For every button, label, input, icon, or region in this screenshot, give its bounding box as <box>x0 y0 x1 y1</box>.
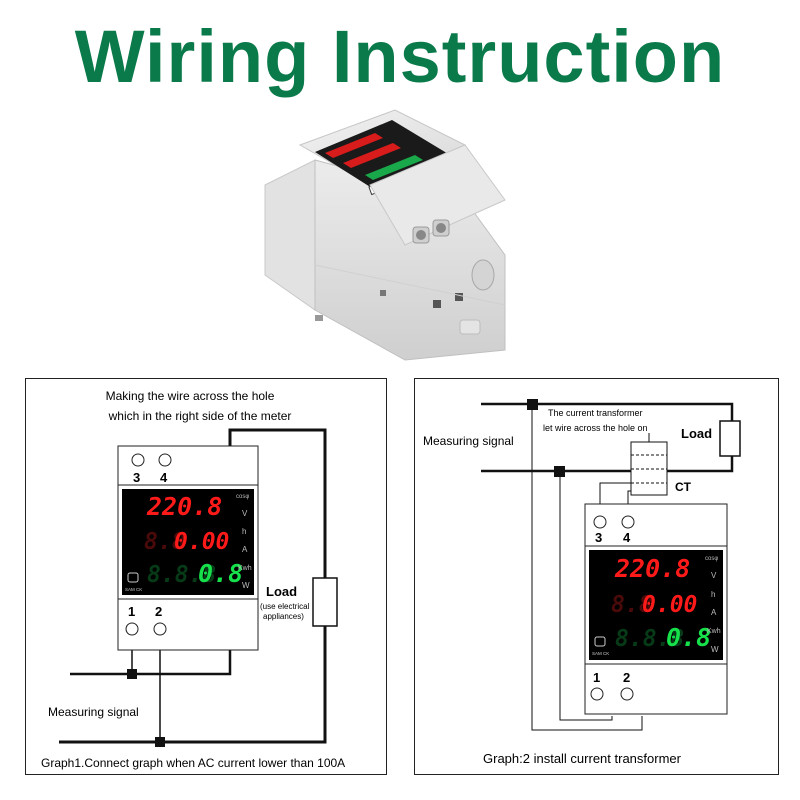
meter-product-photo <box>264 109 506 361</box>
graph2-ct-note-line2: let wire across the hole on <box>543 423 648 433</box>
graph1-junction-1 <box>127 669 137 679</box>
terminal-2-label: 2 <box>155 604 162 619</box>
graph2-measuring-signal: Measuring signal <box>423 434 514 448</box>
graph2-meter: 3 4 220.8 8.8 0.00 8.8.8 0.8 cosφ V h A … <box>584 503 728 715</box>
meter-button-label: SAM CK <box>592 651 609 656</box>
meter-display <box>589 550 723 660</box>
graph1-load-label: Load <box>266 584 297 599</box>
terminal-2 <box>620 687 634 701</box>
terminal-3-label: 3 <box>133 470 140 485</box>
graph1-load-sub1: (use electrical <box>260 602 310 611</box>
unit-w: W <box>242 581 250 590</box>
terminal-2 <box>153 622 167 636</box>
graph1-wire-line <box>70 641 232 676</box>
unit-cos: cosφ <box>705 556 718 562</box>
graph2-wire-load-return <box>555 456 734 473</box>
terminal-3 <box>131 453 145 467</box>
current-reading: 0.00 <box>174 529 229 555</box>
energy-reading: 0.8 <box>666 623 711 652</box>
terminal-1-label: 1 <box>593 670 600 685</box>
unit-cos: cosφ <box>236 494 249 500</box>
graph2-junction-1 <box>527 399 538 410</box>
graph1-meter: 3 4 220.8 8.8 0.00 8.8.8 0.8 cosφ V h A … <box>117 445 259 651</box>
energy-ghost: 8.8.8 <box>147 562 216 588</box>
unit-v: V <box>711 571 717 580</box>
graph2-wire-top <box>481 402 734 421</box>
meter-button-label: SAM CK <box>125 587 142 592</box>
unit-h: h <box>711 590 715 599</box>
voltage-reading: 220.8 <box>614 554 690 583</box>
terminal-2-label: 2 <box>623 670 630 685</box>
graph1-junction-2 <box>155 737 165 747</box>
terminal-4-label: 4 <box>623 530 631 545</box>
meter-button-icon <box>127 572 139 583</box>
unit-a: A <box>242 545 248 554</box>
graph1-wire-load-return <box>59 428 327 744</box>
graph2-ct-label: CT <box>675 480 692 494</box>
graph2-junction-2 <box>554 466 565 477</box>
energy-ghost: 8.8.8 <box>615 626 684 652</box>
energy-reading: 0.8 <box>198 559 243 588</box>
graph1-load-sub2: appliances) <box>263 612 304 621</box>
meter-display <box>122 489 254 595</box>
terminal-1 <box>125 622 139 636</box>
unit-w: W <box>711 645 719 654</box>
graph2-load-resistor <box>719 420 741 457</box>
graph2-ct-note-line1: The current transformer <box>548 408 643 418</box>
unit-v: V <box>242 509 248 518</box>
meter-button-icon <box>594 636 606 647</box>
terminal-4 <box>158 453 172 467</box>
current-reading: 0.00 <box>642 592 697 618</box>
graph1-note-line1: Making the wire across the hole <box>106 389 275 403</box>
unit-kwh: Kwh <box>238 565 252 572</box>
graph2-diagram: Load CT The current transformer let wire… <box>423 399 741 766</box>
terminal-4 <box>621 515 635 529</box>
unit-a: A <box>711 608 717 617</box>
graph1-load-resistor <box>312 577 338 627</box>
graph1-measuring-signal: Measuring signal <box>48 705 139 719</box>
graph1-caption: Graph1.Connect graph when AC current low… <box>41 756 345 770</box>
graph2-load-label: Load <box>681 426 712 441</box>
terminal-4-label: 4 <box>160 470 168 485</box>
graph1-note-line2: which in the right side of the meter <box>108 409 292 423</box>
graph2-caption: Graph:2 install current transformer <box>483 751 682 766</box>
terminal-3 <box>593 515 607 529</box>
unit-h: h <box>242 527 246 536</box>
graph1-panel <box>25 378 387 775</box>
terminal-3-label: 3 <box>595 530 602 545</box>
page-title: Wiring Instruction <box>74 15 726 98</box>
unit-kwh: Kwh <box>707 628 721 635</box>
graph1-diagram: Making the wire across the hole which in… <box>41 389 345 770</box>
voltage-reading: 220.8 <box>146 492 222 521</box>
terminal-1-label: 1 <box>128 604 135 619</box>
current-ghost: 8.8 <box>144 529 186 555</box>
current-ghost: 8.8 <box>611 592 653 618</box>
terminal-1 <box>590 687 604 701</box>
